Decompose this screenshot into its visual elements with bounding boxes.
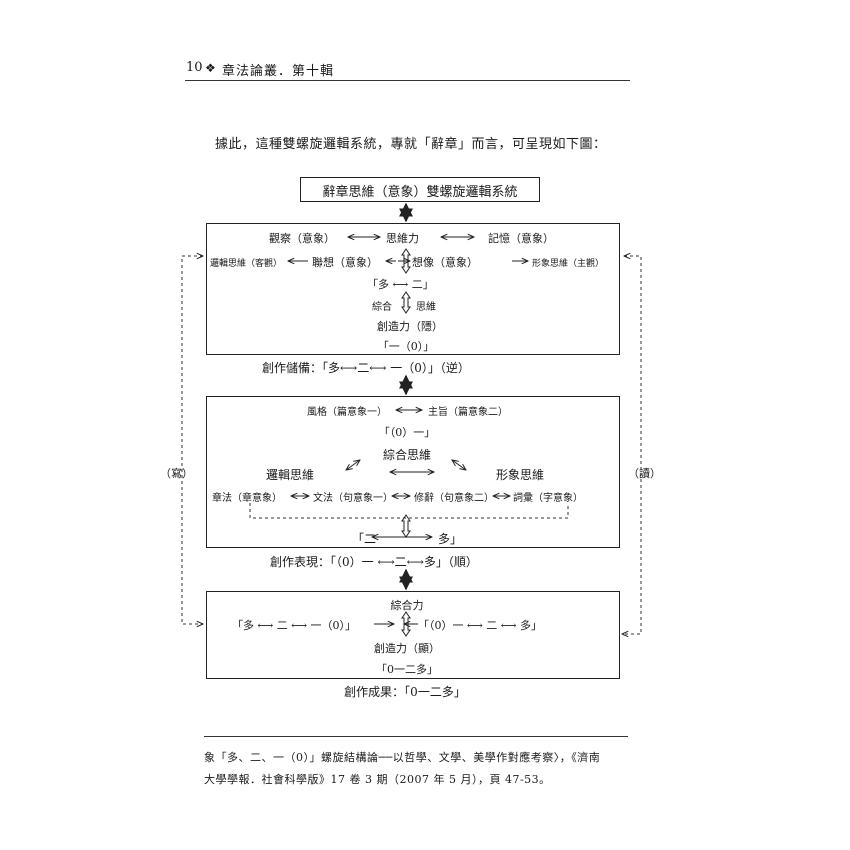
box3-zero-one-two-many: 「0一二多」 [376,663,438,676]
reading-loop-path [622,256,642,634]
diagram-title-box [300,177,540,202]
running-head-title: 章法論叢．第十輯 [222,64,335,79]
box2-vocabulary: 詞彙（字意象） [513,493,583,504]
box1-memory: 記憶（意象） [488,232,554,245]
reading-side-label: （讀） [628,467,661,480]
box1-synthesis: 綜合 [372,302,392,313]
box1-one-zero: 「一（0）」 [377,340,435,353]
box1-creativity-hidden: 創造力（隱） [377,320,443,333]
box2-logical-thinking: 邏輯思維 [266,468,315,482]
footnote-line-2: 大學學報．社會科學版》17 卷 3 期（2007 年 5 月），頁 47-53。 [204,773,551,786]
box2-composition: 章法（章意象） [212,493,282,504]
box3-reverse-sequence: 「多 ⟷ 二 ⟷ 一（0）」 [232,619,357,632]
diagram-title: 辭章思維（意象）雙螺旋邏輯系統 [322,185,518,200]
box2-synthetic-thinking: 綜合思維 [382,448,432,462]
creative-reserve-box [206,223,620,355]
box1-imagination: 想像（意象） [412,256,478,269]
box1-logical-thinking: 邏輯思維（客觀） [210,259,283,269]
box2-style: 風格（篇意象一） [307,407,387,418]
box1-thinking-power: 思維力 [386,232,419,245]
box1-image-thinking: 形象思維（主觀） [532,259,605,269]
header-rule [185,80,630,81]
box2-many: 多」 [438,532,463,546]
footnote-rule [204,736,628,737]
box2-rhetoric: 修辭（句意象二） [414,493,494,504]
box2-image-thinking: 形象思維 [496,468,545,482]
box2-theme: 主旨（篇意象二） [428,407,508,418]
box1-association: 聯想（意象） [312,256,378,269]
writing-loop-path [181,256,203,624]
box3-creativity-shown: 創造力（顯） [374,642,440,655]
writing-side-label: （寫） [160,467,193,480]
page-number: 10 [186,60,203,75]
footnote-line-1: 象「多、二、一（0）」螺旋結構論──以哲學、文學、美學作對應考察〉，《濟南 [204,751,601,764]
box3-forward-sequence: 「（0）一 ⟷ 二 ⟷ 多」 [418,619,543,632]
box2-grammar: 文法（句意象一） [313,493,393,504]
box3-synthesis-power: 綜合力 [390,599,424,612]
caption-creative-expression: 創作表現：「（0）一 ⟷二⟷多」（順） [270,555,478,569]
creative-expression-box [206,396,620,548]
box1-thinking: 思維 [416,302,436,313]
creative-result-box [206,591,620,679]
box2-zero-one: 「（0）一」 [378,426,436,439]
box1-many-two: 「多 ⟷ 二」 [367,278,434,291]
ornament-icon: ❖ [205,61,216,75]
box2-two: 「二 [352,532,377,546]
box1-observation: 觀察（意象） [269,232,335,245]
caption-creative-result: 創作成果：「0一二多」 [344,685,466,699]
intro-paragraph: 據此，這種雙螺旋邏輯系統，專就「辭章」而言，可呈現如下圖： [215,137,607,152]
caption-creative-reserve: 創作儲備：「多⟷二⟷ 一（0）」（逆） [262,361,470,375]
